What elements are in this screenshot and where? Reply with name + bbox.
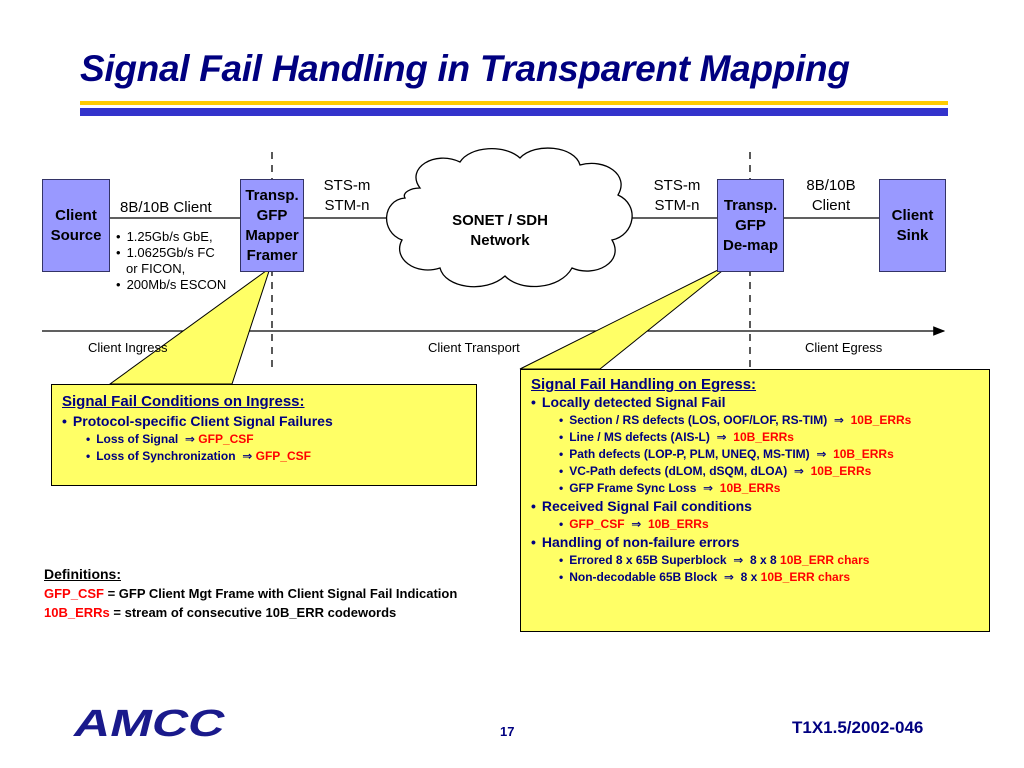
ingress-subitem-result: GFP_CSF: [198, 432, 254, 446]
definition-term: GFP_CSF: [44, 586, 104, 601]
egress-subitem-result: 10B_ERRs: [647, 517, 709, 531]
egress-subitem-text: Errored 8 x 65B Superblock: [569, 553, 727, 567]
ingress-item-text: Protocol-specific Client Signal Failures: [72, 413, 333, 429]
egress-group-text: Handling of non-failure errors: [541, 534, 740, 550]
egress-subitem-text: Non-decodable 65B Block: [569, 570, 718, 584]
egress-group: Handling of non-failure errors: [531, 533, 979, 552]
definition-row: GFP_CSF = GFP Client Mgt Frame with Clie…: [44, 584, 457, 603]
egress-subitem-text: Line / MS defects (AIS-L): [569, 430, 710, 444]
right-client-label: 8B/10B Client: [806, 177, 856, 214]
cloud-label: SONET / SDH Network: [452, 212, 548, 249]
egress-subitem-result: 10B_ERRs: [850, 413, 912, 427]
egress-subitem: VC-Path defects (dLOM, dSQM, dLOA) ⇒ 10B…: [531, 463, 979, 480]
rate-item: or FICON,: [126, 261, 186, 276]
egress-subitem-text: GFP Frame Sync Loss: [569, 481, 697, 495]
definition-text: = stream of consecutive 10B_ERR codeword…: [113, 605, 397, 620]
rate-item: 1.0625Gb/s FC: [116, 245, 226, 261]
client-source-label: Client Source: [50, 206, 102, 244]
egress-subitem: Line / MS defects (AIS-L) ⇒ 10B_ERRs: [531, 429, 979, 446]
egress-subitem-text: GFP_CSF: [569, 517, 625, 531]
egress-subitem-result: 10B_ERRs: [833, 447, 894, 461]
definition-text: = GFP Client Mgt Frame with Client Signa…: [107, 586, 458, 601]
title-rule-blue: [80, 108, 948, 116]
rate-list: 1.25Gb/s GbE, 1.0625Gb/s FC or FICON, 20…: [116, 229, 226, 293]
ingress-subitem: Loss of Synchronization ⇒ GFP_CSF: [62, 448, 466, 465]
amcc-logo-text: AMCC: [70, 703, 231, 739]
page-title: Signal Fail Handling in Transparent Mapp…: [80, 48, 850, 89]
sonet-cloud: [385, 147, 633, 288]
sts-left-label: STS-m STM-n: [323, 177, 371, 214]
egress-subitem-text: Section / RS defects (LOS, OOF/LOF, RS-T…: [569, 413, 828, 427]
egress-subitem: Errored 8 x 65B Superblock ⇒ 8 x 8 10B_E…: [531, 552, 979, 569]
client-transport-label: Client Transport: [428, 340, 520, 355]
egress-title: Signal Fail Handling on Egress:: [531, 376, 757, 393]
egress-subitem: Path defects (LOP-P, PLM, UNEQ, MS-TIM) …: [531, 446, 979, 463]
egress-subitem-text: Path defects (LOP-P, PLM, UNEQ, MS-TIM): [569, 447, 810, 461]
egress-subitem-text: VC-Path defects (dLOM, dSQM, dLOA): [569, 464, 788, 478]
egress-group: Locally detected Signal Fail: [531, 393, 979, 412]
definition-row: 10B_ERRs = stream of consecutive 10B_ERR…: [44, 603, 457, 622]
ingress-subitem: Loss of Signal ⇒ GFP_CSF: [62, 431, 466, 448]
egress-subitem-result: 10B_ERRs: [810, 464, 872, 478]
egress-subitem: Section / RS defects (LOS, OOF/LOF, RS-T…: [531, 412, 979, 429]
client-ingress-label: Client Ingress: [88, 340, 168, 355]
egress-subitem-mid: 8 x 8: [750, 553, 777, 567]
egress-subitem-result: 10B_ERR chars: [760, 570, 851, 584]
client-sink-box: Client Sink: [879, 179, 946, 272]
ingress-subitem-result: GFP_CSF: [255, 449, 311, 463]
egress-group: Received Signal Fail conditions: [531, 497, 979, 516]
left-client-label: 8B/10B Client: [120, 199, 212, 216]
title-rule-yellow: [80, 101, 948, 105]
ingress-title: Signal Fail Conditions on Ingress:: [62, 393, 305, 410]
rate-item: 1.25Gb/s GbE,: [116, 229, 226, 245]
definitions: Definitions: GFP_CSF = GFP Client Mgt Fr…: [44, 565, 457, 622]
document-id: T1X1.5/2002-046: [792, 718, 924, 737]
client-source-box: Client Source: [42, 179, 110, 272]
mapper-label: Transp. GFP Mapper Framer: [245, 186, 299, 264]
page-number: 17: [500, 724, 515, 739]
rate-item: 200Mb/s ESCON: [116, 277, 227, 293]
definition-term: 10B_ERRs: [44, 605, 110, 620]
egress-subitem-mid: 8 x: [740, 570, 758, 584]
demap-box: Transp. GFP De-map: [717, 179, 784, 272]
egress-group-text: Received Signal Fail conditions: [541, 498, 752, 514]
egress-callout: Signal Fail Handling on Egress: Locally …: [520, 369, 990, 632]
demap-label: Transp. GFP De-map: [722, 196, 778, 254]
definitions-heading: Definitions:: [44, 566, 121, 582]
egress-subitem-result: 10B_ERRs: [733, 430, 794, 444]
ingress-subitem-text: Loss of Signal: [96, 432, 179, 446]
ingress-subitem-text: Loss of Synchronization: [96, 449, 236, 463]
egress-subitem: GFP Frame Sync Loss ⇒ 10B_ERRs: [531, 480, 979, 497]
client-egress-label: Client Egress: [805, 340, 883, 355]
ingress-item: Protocol-specific Client Signal Failures: [62, 412, 466, 431]
egress-group-text: Locally detected Signal Fail: [541, 394, 726, 410]
amcc-logo: AMCC: [70, 703, 231, 739]
egress-subitem: GFP_CSF ⇒ 10B_ERRs: [531, 516, 979, 533]
egress-subitem-result: 10B_ERR chars: [780, 553, 870, 567]
sts-right-label: STS-m STM-n: [653, 177, 701, 214]
egress-subitem-result: 10B_ERRs: [719, 481, 781, 495]
egress-subitem: Non-decodable 65B Block ⇒ 8 x 10B_ERR ch…: [531, 569, 979, 586]
mapper-box: Transp. GFP Mapper Framer: [240, 179, 304, 272]
ingress-callout: Signal Fail Conditions on Ingress: Proto…: [51, 384, 477, 486]
client-sink-label: Client Sink: [891, 206, 934, 244]
